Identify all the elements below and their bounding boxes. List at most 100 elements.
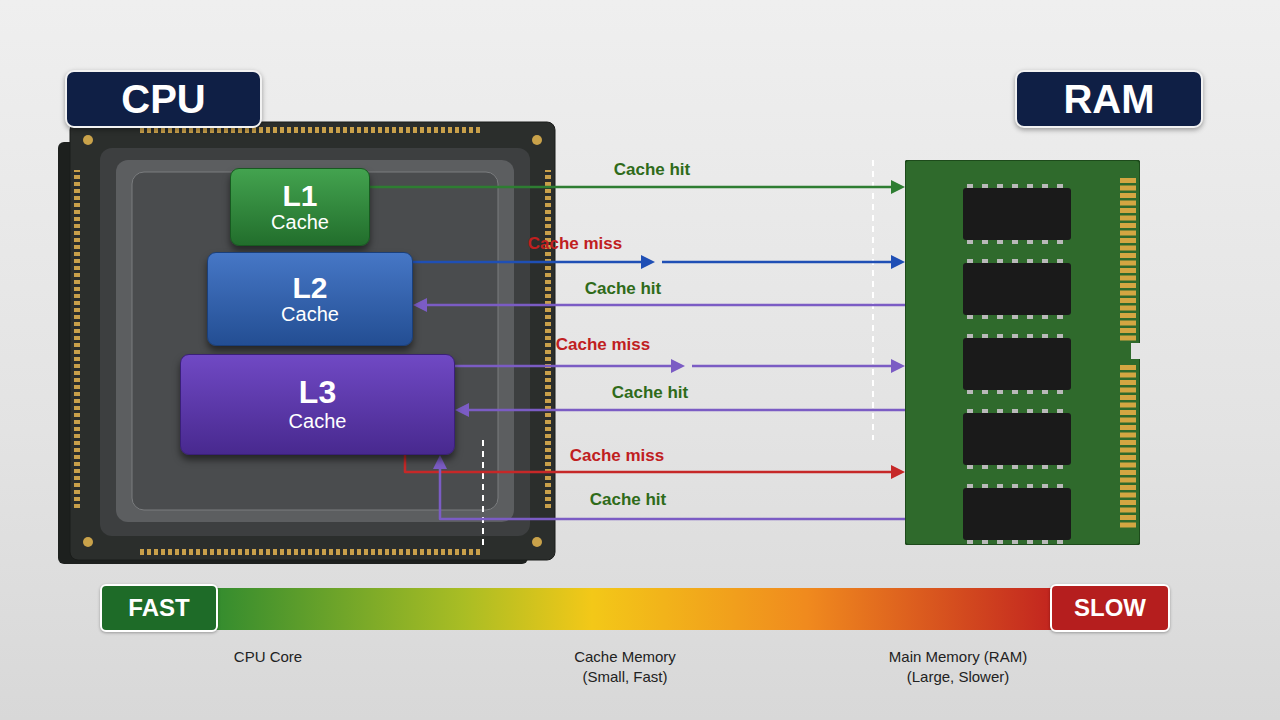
node-text: Cache <box>289 410 347 433</box>
gold-contact <box>1120 313 1136 318</box>
connector <box>413 255 905 269</box>
chip-pin <box>1042 484 1048 488</box>
chip-pin <box>1027 240 1033 244</box>
chip-pin <box>982 390 988 394</box>
edge-label: Cache hit <box>590 490 667 510</box>
chip-pin <box>967 184 973 188</box>
chip-pin <box>1057 334 1063 338</box>
cpu-chip <box>58 122 555 564</box>
chip-pin <box>1027 409 1033 413</box>
node-text: FAST <box>128 594 189 622</box>
node-text: L1 <box>282 180 317 212</box>
gold-contact <box>1120 246 1136 251</box>
gold-contact <box>1120 298 1136 303</box>
chip-pads <box>74 170 80 510</box>
gold-contact <box>1120 485 1136 490</box>
gold-contact <box>1120 403 1136 408</box>
connector <box>413 298 905 312</box>
chip-pin <box>1042 184 1048 188</box>
speed-badge: SLOW <box>1050 584 1170 632</box>
connector-line <box>692 365 895 368</box>
gold-contact <box>1120 455 1136 460</box>
chip-pin <box>1057 184 1063 188</box>
chip-pin <box>982 184 988 188</box>
ram-board <box>905 160 1140 545</box>
speed-bar <box>205 588 1065 630</box>
gold-contact <box>1120 500 1136 505</box>
gold-contact <box>1120 186 1136 191</box>
gold-contact <box>1120 291 1136 296</box>
connector-line <box>662 261 895 264</box>
chip-pin <box>967 315 973 319</box>
chip-pin <box>1012 390 1018 394</box>
chip-pin <box>1027 390 1033 394</box>
chip-lower-board <box>58 142 528 564</box>
gold-contact <box>1120 388 1136 393</box>
gold-contact <box>1120 261 1136 266</box>
chip-pin <box>1012 484 1018 488</box>
node-text: L2 <box>292 272 327 304</box>
connector-line <box>465 409 905 412</box>
gold-contact <box>1120 478 1136 483</box>
chip-pin <box>1042 334 1048 338</box>
chip-pin <box>997 409 1003 413</box>
ram-module: RAM <box>905 160 1140 545</box>
cpu-chip: CPUL1CacheL2CacheL3Cache <box>65 130 555 560</box>
chip-pads <box>545 170 551 510</box>
cache-box: L3Cache <box>180 354 455 455</box>
arrowhead <box>433 455 447 469</box>
cache-box: L1Cache <box>230 168 370 246</box>
arrowhead <box>891 465 905 479</box>
edge-label: Cache miss <box>556 335 651 355</box>
gold-contact <box>1120 373 1136 378</box>
chip-pin <box>997 240 1003 244</box>
gold-contact <box>1120 448 1136 453</box>
arrowhead <box>891 359 905 373</box>
memory-chip <box>963 188 1071 240</box>
ram-illustration <box>905 160 1140 545</box>
edge-label: Cache hit <box>612 383 689 403</box>
speed-badge: FAST <box>100 584 218 632</box>
chip-pin <box>967 259 973 263</box>
gold-contact <box>1120 276 1136 281</box>
chip-pin <box>1027 315 1033 319</box>
gold-contact <box>1120 515 1136 520</box>
chip-pin <box>982 484 988 488</box>
gold-contact <box>1120 365 1136 370</box>
chip-pads <box>140 549 480 555</box>
gold-contact <box>1120 306 1136 311</box>
edge-label: Cache miss <box>528 234 623 254</box>
gold-contact <box>1120 418 1136 423</box>
chip-pin <box>1012 334 1018 338</box>
gold-contact <box>1120 440 1136 445</box>
gold-contact <box>1120 493 1136 498</box>
connector-line <box>423 304 905 307</box>
arrowhead <box>891 180 905 194</box>
arrowhead <box>455 403 469 417</box>
node-text: CPU <box>121 77 205 122</box>
chip-pin <box>1027 484 1033 488</box>
cache-box: L2Cache <box>207 252 413 346</box>
chip-corner <box>532 135 542 145</box>
gold-contact <box>1120 425 1136 430</box>
chip-pin <box>1012 259 1018 263</box>
gold-contact <box>1120 193 1136 198</box>
gold-contact <box>1120 268 1136 273</box>
connector <box>455 403 905 417</box>
memory-chip <box>963 338 1071 390</box>
chip-plate <box>100 148 530 536</box>
chip-pin <box>982 540 988 544</box>
chip-plate <box>132 172 498 510</box>
chip-pin <box>967 484 973 488</box>
chip-pin <box>1027 334 1033 338</box>
gold-contact <box>1120 253 1136 258</box>
chip-pin <box>997 334 1003 338</box>
memory-chip <box>963 263 1071 315</box>
connector-line <box>370 186 895 189</box>
node-text: Cache <box>281 303 339 326</box>
chip-corner <box>83 537 93 547</box>
edge-label: Cache hit <box>614 160 691 180</box>
axis-caption: CPU Core <box>208 647 328 667</box>
chip-pin <box>997 259 1003 263</box>
